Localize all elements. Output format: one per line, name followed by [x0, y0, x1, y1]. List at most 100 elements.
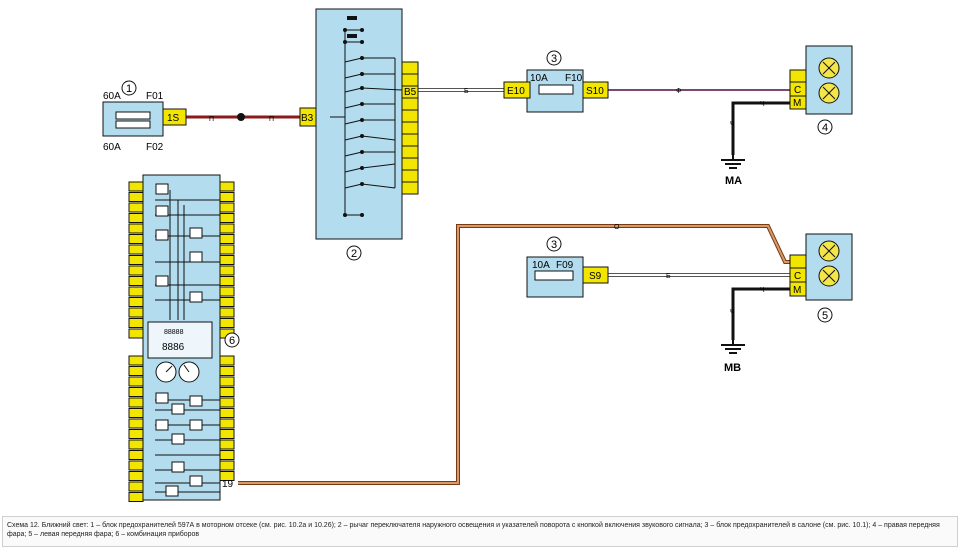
wire-label-w7: Б: [666, 273, 671, 280]
cluster-pin: [128, 408, 144, 418]
component-number-3b: 3: [551, 239, 557, 251]
cluster-pin: [128, 355, 144, 366]
wire-label-w1a: П: [209, 116, 214, 123]
cluster-pin: [128, 471, 144, 481]
f10-fuse: F10: [565, 73, 583, 84]
cluster-pin: [219, 418, 235, 429]
f09-pin-right: S9: [589, 271, 602, 282]
cluster-pin: [128, 387, 144, 397]
cluster-pin: [219, 255, 235, 265]
wire-right-headlamp-ground: [731, 101, 790, 155]
cluster-pin: [219, 408, 235, 418]
lh-pin-c: C: [794, 271, 801, 282]
ground-symbol-mb: MB: [721, 340, 745, 374]
fuse-block-cabin-f10: E10 S10 10A F10 3: [503, 50, 609, 113]
cluster-pin: [219, 366, 235, 376]
f09-fuse: F09: [556, 260, 574, 271]
cluster-pin: [128, 366, 144, 376]
cluster-pin: [128, 234, 144, 244]
lh-pin-m: M: [793, 285, 801, 296]
cluster-pin-19: 19: [222, 479, 234, 490]
rh-pin-m: M: [793, 98, 801, 109]
cluster-pin: [219, 297, 235, 307]
cluster-pin: [128, 328, 144, 339]
component-number-1: 1: [126, 83, 132, 95]
cluster-pin: [219, 265, 235, 276]
cluster-display-top: 88888: [164, 329, 184, 336]
cluster-pin: [128, 276, 144, 286]
cluster-pin: [219, 244, 235, 255]
right-headlamp: C M 4: [789, 45, 853, 135]
cluster-pin: [219, 286, 235, 297]
cluster-pin: [128, 255, 144, 265]
cluster-pin: [128, 397, 144, 408]
cluster-pin: [128, 265, 144, 276]
fuse1-top-right: F01: [146, 91, 164, 102]
cluster-pin: [219, 192, 235, 202]
fuse-block-engine: 1S 60A F01 60A F02 1: [102, 80, 187, 153]
ground-label-ma: MA: [725, 175, 742, 187]
cluster-pin: [128, 286, 144, 297]
diagram-caption: Схема 12. Ближний свет: 1 – блок предохр…: [2, 516, 958, 547]
component-number-6: 6: [229, 335, 235, 347]
cluster-pins-right: [219, 181, 235, 481]
cluster-pin: [128, 244, 144, 255]
f09-rating: 10A: [532, 260, 550, 271]
fuse1-bottom-right: F02: [146, 142, 164, 153]
cluster-pin: [128, 318, 144, 328]
component-number-4: 4: [822, 122, 828, 134]
cluster-pin: [128, 307, 144, 318]
wire-fuse1-to-switch: [186, 113, 300, 121]
f10-rating: 10A: [530, 73, 548, 84]
cluster-pin: [219, 460, 235, 471]
cluster-pin: [219, 376, 235, 387]
cluster-pin: [128, 450, 144, 460]
cluster-pin: [128, 481, 144, 492]
instrument-cluster: 19: [128, 174, 240, 502]
cluster-pin: [219, 181, 235, 192]
component-number-3a: 3: [551, 53, 557, 65]
cluster-pin: [219, 213, 235, 223]
wire-label-w6: О: [614, 224, 620, 231]
fuse1-top-left: 60A: [103, 91, 121, 102]
cluster-pin: [128, 429, 144, 439]
cluster-pin: [128, 192, 144, 202]
wire-cluster-to-left-headlamp: [238, 224, 790, 485]
cluster-pin: [219, 439, 235, 450]
wiring-diagram: П П Б Ф Ч Ч О Б Ч Ч 1S 60A F01 60A F02 1…: [102, 8, 853, 502]
rh-pin-c: C: [794, 85, 801, 96]
cluster-pin: [219, 234, 235, 244]
component-number-5: 5: [822, 310, 828, 322]
fuse1-pin-label: 1S: [167, 113, 180, 124]
cluster-pin: [128, 460, 144, 471]
f10-pin-right: S10: [586, 86, 604, 97]
cluster-pin: [128, 439, 144, 450]
wire-label-w8: Ч: [760, 287, 765, 294]
cluster-pin: [219, 276, 235, 286]
ground-label-mb: MB: [724, 362, 741, 374]
cluster-pin: [128, 297, 144, 307]
component-number-2: 2: [351, 248, 357, 260]
cluster-pin: [128, 213, 144, 223]
cluster-pin: [219, 202, 235, 213]
cluster-pin: [219, 355, 235, 366]
fuse-block-cabin-f09: S9 10A F09 3: [526, 236, 609, 298]
cluster-pin: [128, 418, 144, 429]
wire-label-w5: Ч: [730, 121, 735, 128]
wire-label-w4: Ч: [760, 101, 765, 108]
wire-label-w9: Ч: [730, 309, 735, 316]
cluster-pin: [219, 471, 235, 481]
fuse1-bottom-left: 60A: [103, 142, 121, 153]
cluster-pin: [219, 397, 235, 408]
cluster-pin: [219, 450, 235, 460]
cluster-pin: [219, 307, 235, 318]
cluster-pins-left: [128, 181, 144, 502]
cluster-pin: [128, 202, 144, 213]
f10-pin-left: E10: [507, 86, 525, 97]
cluster-pin: [128, 223, 144, 234]
cluster-pin: [219, 387, 235, 397]
ground-symbol-ma: MA: [721, 155, 745, 187]
wire-label-w2: Б: [464, 88, 469, 95]
switch-pin-right: B5: [404, 87, 417, 98]
cluster-display-bottom: 8886: [162, 342, 185, 353]
